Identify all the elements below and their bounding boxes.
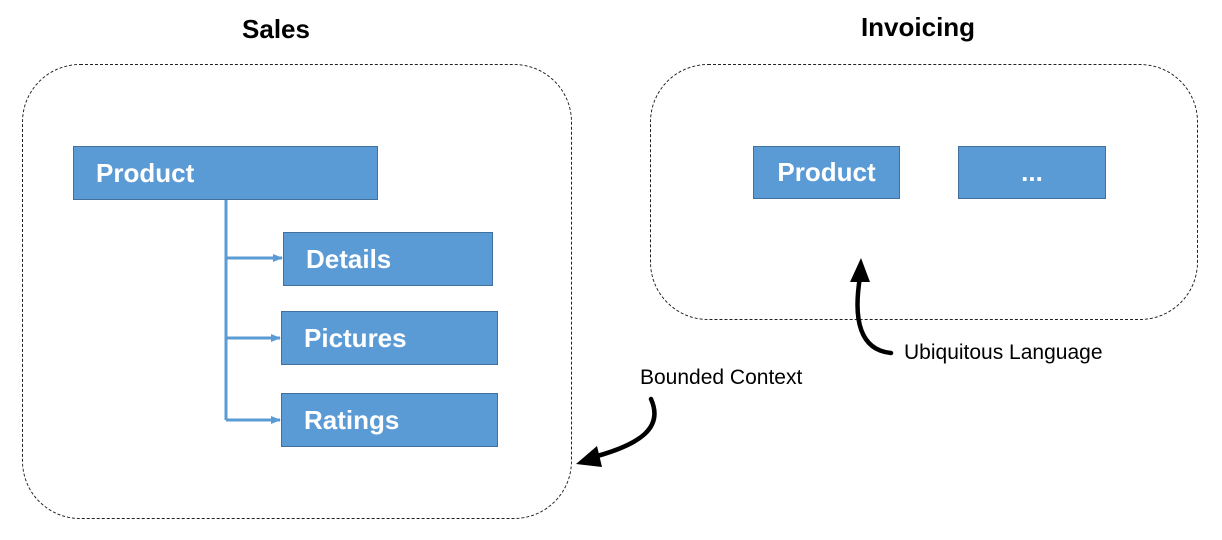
invoicing-context-title: Invoicing bbox=[860, 12, 976, 42]
sales-details-box: Details bbox=[283, 232, 493, 286]
sales-ratings-box: Ratings bbox=[281, 393, 498, 447]
ubiquitous-language-pointer bbox=[855, 274, 894, 356]
invoicing-more-box: ... bbox=[958, 146, 1106, 199]
ubiquitous-language-label: Ubiquitous Language bbox=[904, 341, 1103, 364]
sales-product-box: Product bbox=[73, 146, 378, 200]
bounded-context-label: Bounded Context bbox=[640, 366, 803, 389]
sales-bounded-context bbox=[22, 64, 572, 519]
sales-context-title: Sales bbox=[242, 14, 310, 44]
invoicing-product-box: Product bbox=[753, 146, 900, 199]
invoicing-bounded-context bbox=[650, 64, 1198, 320]
bounded-context-arrowhead-icon bbox=[576, 446, 602, 467]
sales-pictures-box: Pictures bbox=[281, 311, 498, 365]
bounded-context-pointer bbox=[587, 396, 657, 461]
ubiquitous-language-arrowhead-icon bbox=[850, 258, 870, 282]
